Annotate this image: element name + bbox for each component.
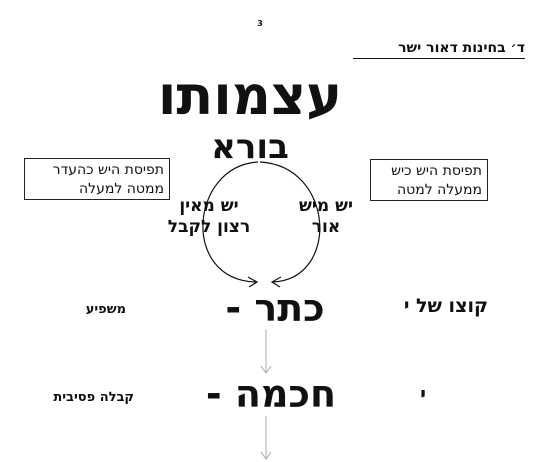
row-keter-left-label: משפיע — [85, 302, 126, 317]
circle-left-text: יש מאין רצון לקבל — [154, 196, 264, 238]
page-number: 3 — [257, 19, 263, 28]
circle-right-line1: יש מיש — [298, 196, 353, 216]
box-left: תפיסת היש כהעדר ממטה למעלה — [24, 158, 170, 200]
circle-right-line2: אור — [311, 217, 341, 237]
arrowhead-right — [270, 276, 282, 288]
row-keter-right-label: קוצו של י — [403, 295, 488, 317]
page-header: ד׳ בחינות דאור ישר — [353, 38, 525, 59]
circle-left-line2: רצון לקבל — [167, 217, 251, 237]
main-title: עצמותו — [157, 64, 343, 127]
box-right-line2: ממעלה למטה — [396, 182, 482, 198]
sub-title: בורא — [211, 127, 289, 167]
row-chochma-right-label: י — [420, 382, 426, 406]
box-left-line1: תפיסת היש כהעדר — [52, 162, 164, 178]
circle-arc-left — [202, 161, 259, 283]
arrow-chochma-down-head — [260, 451, 272, 460]
circle-right-text: יש מיש אור — [286, 196, 366, 238]
circle-arc-right — [259, 161, 321, 283]
row-chochma-main: חכמה - — [205, 372, 337, 416]
row-keter-main: כתר - — [225, 286, 325, 330]
circle-left-line1: יש מאין — [179, 196, 239, 216]
arrowhead-left — [247, 276, 259, 288]
box-right: תפיסת היש כיש ממעלה למטה — [370, 159, 488, 201]
arrow-keter-chochma-head — [260, 365, 272, 374]
box-left-line2: ממטה למעלה — [78, 181, 164, 197]
box-right-line1: תפיסת היש כיש — [391, 163, 482, 179]
row-chochma-left-label: קבלה פסיבית — [53, 390, 134, 405]
